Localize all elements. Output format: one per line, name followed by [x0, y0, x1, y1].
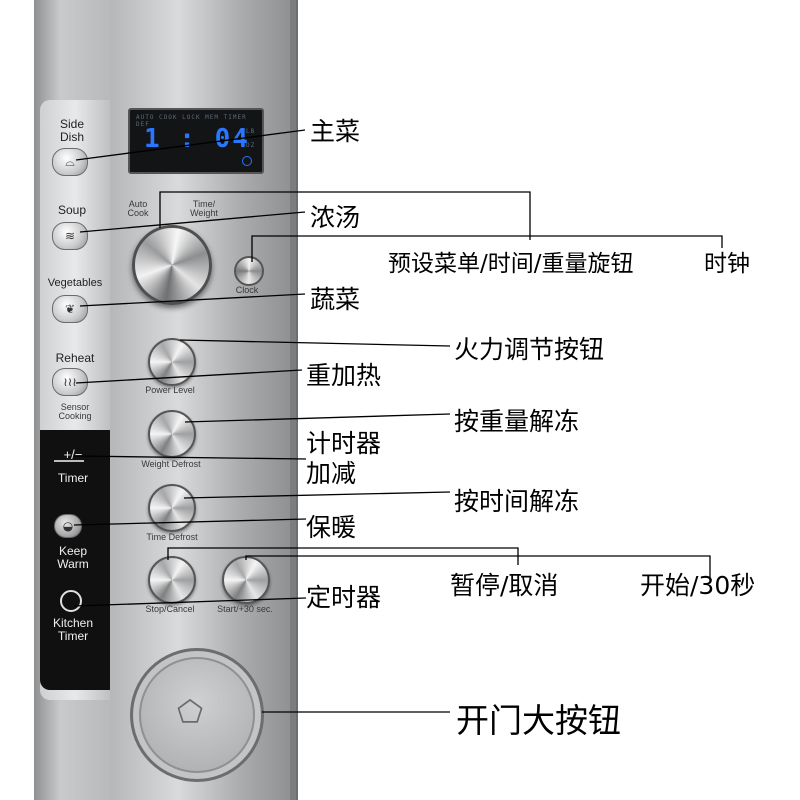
- annotation-time-defrost: 按时间解冻: [454, 487, 580, 516]
- stop-cancel-label: Stop/Cancel: [145, 604, 195, 614]
- display-unit-oz: OZ: [246, 142, 256, 149]
- door-open-button[interactable]: ⬠: [130, 648, 264, 782]
- annotation-side-dish: 主菜: [310, 117, 361, 146]
- weight-defrost-label: Weight Defrost: [141, 459, 201, 469]
- power-level-label: Power Level: [145, 385, 195, 395]
- annotation-timer: 计时器: [306, 429, 382, 458]
- door-icon: ⬠: [177, 695, 204, 730]
- lcd-display: AUTO COOK LOCK MEM TIMER DEF 1 : 04 LB O…: [128, 108, 264, 174]
- reheat-label: Reheat: [55, 351, 95, 365]
- annotation-dial: 预设菜单/时间/重量旋钮: [388, 251, 634, 277]
- keep-warm-label: Keep Warm: [57, 544, 89, 571]
- panel-edge: [290, 0, 296, 800]
- annotation-kitchen-timer: 定时器: [306, 583, 382, 612]
- dish-icon: ⌓: [65, 154, 75, 169]
- stop-cancel-button[interactable]: [148, 556, 196, 604]
- start-30sec-label: Start/+30 sec.: [217, 604, 273, 614]
- soup-button[interactable]: ≋: [52, 222, 88, 250]
- display-unit-lb: LB: [246, 128, 256, 135]
- timer-button[interactable]: [54, 460, 84, 462]
- annotation-weight-defrost: 按重量解冻: [454, 407, 580, 436]
- annotation-door-button: 开门大按钮: [456, 701, 621, 740]
- annotation-power-level: 火力调节按钮: [454, 335, 605, 364]
- clock-indicator-icon: [242, 156, 252, 166]
- annotation-clock: 时钟: [704, 251, 750, 277]
- kitchen-timer-clock-icon[interactable]: [60, 590, 82, 612]
- annotation-stop-cancel: 暂停/取消: [450, 571, 559, 600]
- timer-plus-minus-symbol: +/−: [63, 447, 83, 462]
- annotation-plus-minus: 加减: [306, 459, 357, 488]
- time-defrost-button[interactable]: [148, 484, 196, 532]
- annotation-soup: 浓汤: [310, 203, 361, 232]
- soup-label: Soup: [57, 203, 87, 217]
- annotation-vegetables: 蔬菜: [310, 285, 361, 314]
- black-button-strip: [40, 430, 110, 690]
- side-dish-button[interactable]: ⌓: [52, 148, 88, 176]
- sensor-cooking-label: Sensor Cooking: [58, 402, 92, 421]
- display-indicators: AUTO COOK LOCK MEM TIMER DEF: [136, 114, 247, 128]
- reheat-button[interactable]: ≀≀≀: [52, 368, 88, 396]
- annotation-start-30sec: 开始/30秒: [640, 571, 756, 600]
- clock-button[interactable]: [234, 256, 264, 286]
- timer-label: Timer: [57, 471, 89, 485]
- vegetables-label: Vegetables: [47, 277, 103, 289]
- start-30sec-button[interactable]: [222, 556, 270, 604]
- side-dish-label: Side Dish: [59, 117, 85, 144]
- clock-label: Clock: [235, 285, 259, 295]
- vegetable-icon: ❦: [64, 302, 76, 316]
- time-weight-label: Time/ Weight: [190, 199, 218, 218]
- soup-bowl-icon: ≋: [64, 229, 76, 243]
- annotation-reheat: 重加热: [306, 361, 382, 390]
- auto-cook-label: Auto Cook: [127, 199, 149, 218]
- auto-cook-time-weight-dial[interactable]: [132, 225, 212, 305]
- keep-warm-button[interactable]: ◒: [54, 514, 82, 538]
- steam-icon: ≀≀≀: [63, 375, 77, 389]
- vegetables-button[interactable]: ❦: [52, 295, 88, 323]
- kitchen-timer-label: Kitchen Timer: [52, 616, 94, 643]
- warm-bowl-icon: ◒: [62, 519, 74, 533]
- time-defrost-label: Time Defrost: [146, 532, 198, 542]
- annotation-keep-warm: 保暖: [306, 513, 357, 542]
